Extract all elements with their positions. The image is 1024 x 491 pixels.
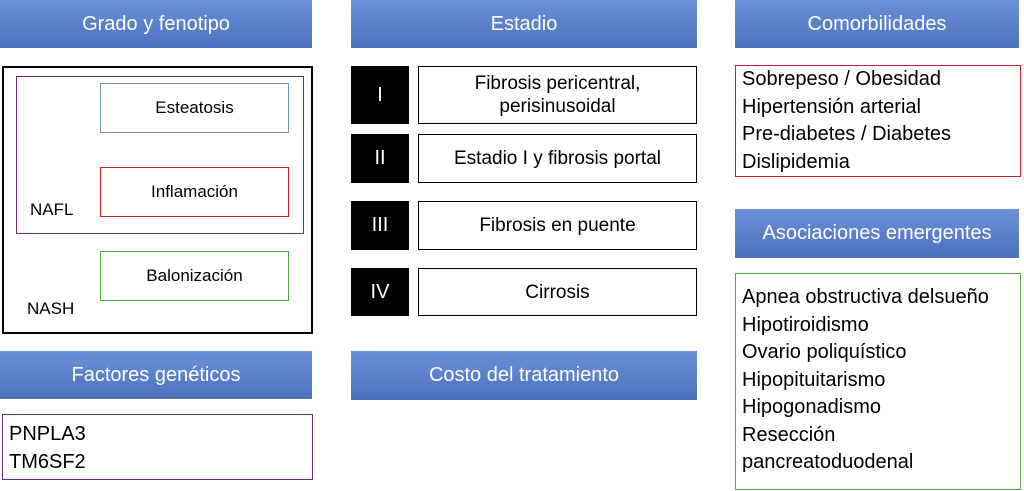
asociaciones-box: Apnea obstructiva delsueño Hipotiroidism… xyxy=(735,273,1021,490)
inflamacion-box: Inflamación xyxy=(100,167,289,217)
list-item: Resección xyxy=(742,423,836,446)
factores-header: Factores genéticos xyxy=(0,351,312,399)
stage-desc: Fibrosis en puente xyxy=(418,201,697,250)
stage-num: III xyxy=(351,201,409,250)
balonizacion-box: Balonización xyxy=(100,251,289,301)
comorbilidades-header: Comorbilidades xyxy=(735,0,1019,48)
list-item: Apnea obstructiva delsueño xyxy=(742,286,989,308)
nash-label: NASH xyxy=(27,299,75,318)
costo-header: Costo del tratamiento xyxy=(351,351,697,400)
nafl-label: NAFL xyxy=(30,200,74,219)
list-item: TM6SF2 xyxy=(9,450,86,473)
comorbilidades-box: Sobrepeso / Obesidad Hipertensión arteri… xyxy=(735,65,1021,177)
list-item: Hipertensión arterial xyxy=(742,95,921,118)
estadio-header: Estadio xyxy=(351,0,697,48)
list-item: Hipogonadismo xyxy=(742,396,881,418)
list-item: Hipotiroidismo xyxy=(742,313,869,336)
stage-desc: Fibrosis pericentral, perisinusoidal xyxy=(418,66,697,124)
list-item: Ovario poliquístico xyxy=(742,341,907,363)
factores-box: PNPLA3 TM6SF2 xyxy=(2,414,313,480)
list-item: Sobrepeso / Obesidad xyxy=(742,68,942,90)
nash-box xyxy=(2,66,313,334)
list-item: Dislipidemia xyxy=(742,150,850,173)
stage-desc: Estadio I y fibrosis portal xyxy=(418,134,697,183)
list-item: Pre-diabetes / Diabetes xyxy=(742,123,952,145)
nafl-box xyxy=(16,76,304,234)
asociaciones-header: Asociaciones emergentes xyxy=(735,209,1019,258)
stage-num: IV xyxy=(351,268,409,316)
stage-num: I xyxy=(351,66,409,124)
list-item: pancreatoduodenal xyxy=(742,451,914,473)
esteatosis-box: Esteatosis xyxy=(100,83,289,133)
list-item: PNPLA3 xyxy=(9,423,86,445)
grado-header: Grado y fenotipo xyxy=(0,0,312,48)
stage-desc: Cirrosis xyxy=(418,268,697,316)
list-item: Hipopituitarismo xyxy=(742,368,886,391)
stage-num: II xyxy=(351,134,409,183)
